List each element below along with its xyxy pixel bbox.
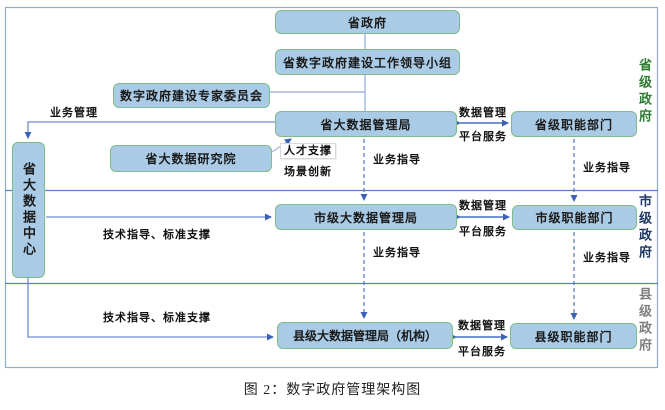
edge-label-tech-guidance-row3: 技术指导、标准支撑: [103, 312, 211, 324]
node-county-bigdata-bureau: 县级大数据管理局（机构）: [277, 322, 453, 349]
band-county-government: 县级政府: [637, 287, 652, 355]
node-provincial-bigdata-center: 省大数据中心: [12, 142, 45, 278]
node-city-bigdata-bureau: 市级大数据管理局: [275, 204, 457, 230]
node-provincial-functional-dept: 省级职能部门: [511, 111, 637, 137]
node-expert-committee: 数字政府建设专家委员会: [113, 83, 270, 108]
edge-label-platform-service-row1: 平台服务: [459, 131, 507, 143]
edge-label-business-management: 业务管理: [50, 107, 98, 119]
edge-label-business-guidance-right-row1: 业务指导: [583, 162, 631, 174]
edge-label-data-management-row1: 数据管理: [459, 107, 507, 119]
figure-caption: 图 2：数字政府管理架构图: [243, 383, 422, 398]
edge-label-business-guidance-right-row2: 业务指导: [583, 252, 631, 264]
band-provincial-government: 省级政府: [637, 58, 652, 126]
figure-border: [4, 6, 659, 369]
edge-label-platform-service-row2: 平台服务: [459, 226, 507, 238]
node-provincial-bigdata-bureau: 省大数据管理局: [275, 111, 457, 137]
node-county-functional-dept: 县级职能部门: [510, 323, 637, 349]
edge-label-scenario-innovation: 场景创新: [281, 165, 335, 179]
node-leading-group: 省数字政府建设工作领导小组: [275, 49, 460, 75]
edge-label-platform-service-row3: 平台服务: [458, 346, 506, 358]
edge-label-data-management-row3: 数据管理: [458, 320, 506, 332]
band-city-government: 市级政府: [637, 194, 652, 262]
edge-label-talent-support: 人才支撑: [280, 143, 336, 159]
node-provincial-government: 省政府: [275, 10, 460, 34]
edge-label-tech-guidance-row2: 技术指导、标准支撑: [103, 229, 211, 241]
node-city-functional-dept: 市级职能部门: [512, 205, 637, 230]
edge-label-business-guidance-left-row2: 业务指导: [373, 247, 421, 259]
edge-label-data-management-row2: 数据管理: [459, 200, 507, 212]
edge-label-business-guidance-left-row1: 业务指导: [373, 154, 421, 166]
node-bigdata-institute: 省大数据研究院: [110, 145, 272, 172]
